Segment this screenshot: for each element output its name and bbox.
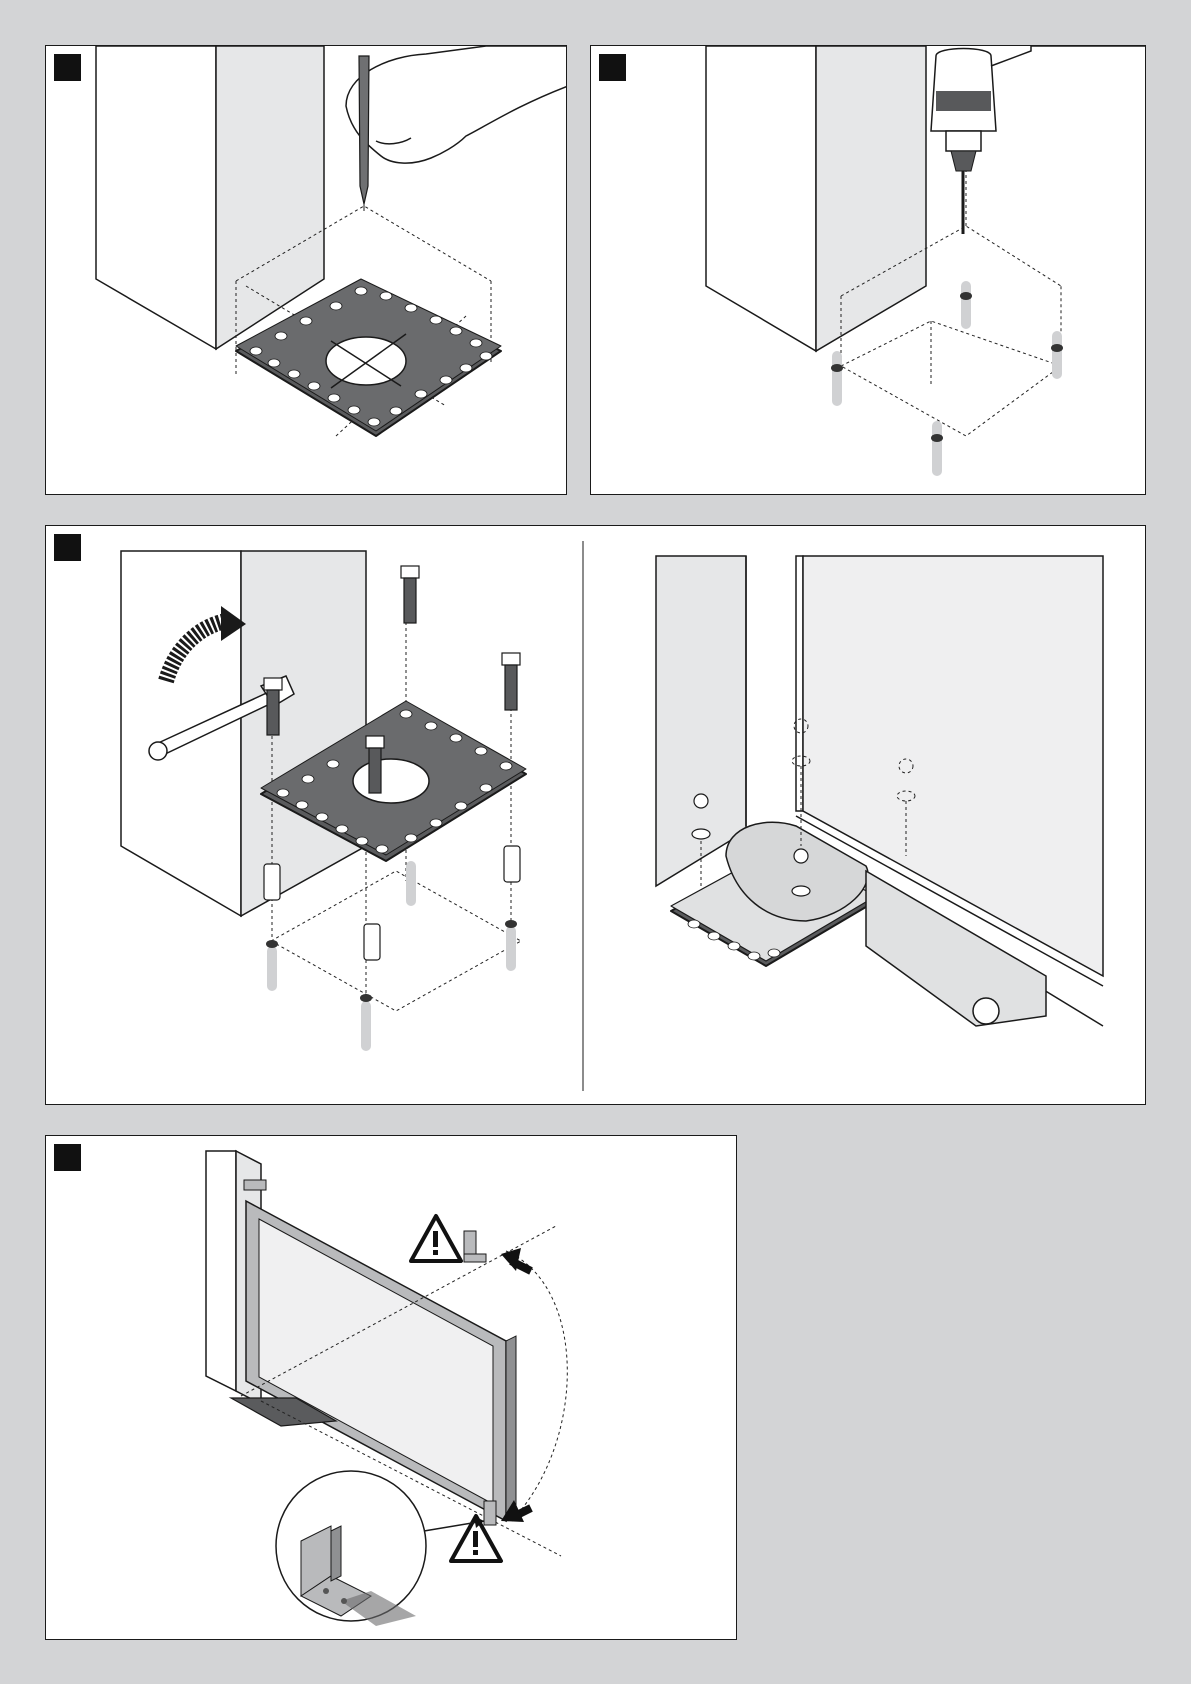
illustration-drilling <box>591 46 1146 495</box>
panel-step-1 <box>45 45 567 495</box>
pillar <box>706 46 926 351</box>
illustration-plate-fixing <box>46 526 1146 1105</box>
drill <box>931 46 1146 234</box>
panel-step-3 <box>45 525 1146 1105</box>
illustration-pencil-marking <box>46 46 567 495</box>
pencil-hand <box>346 46 567 211</box>
gate-motor-assembly <box>656 556 1103 1026</box>
panel-step-4 <box>45 1135 737 1640</box>
warning-triangle-icon <box>411 1216 461 1261</box>
pillar <box>121 551 366 916</box>
stop-detail <box>276 1471 484 1626</box>
anchor-holes <box>266 861 517 1051</box>
pillar <box>96 46 324 349</box>
panel-step-2 <box>590 45 1146 495</box>
illustration-end-stops <box>46 1136 737 1640</box>
